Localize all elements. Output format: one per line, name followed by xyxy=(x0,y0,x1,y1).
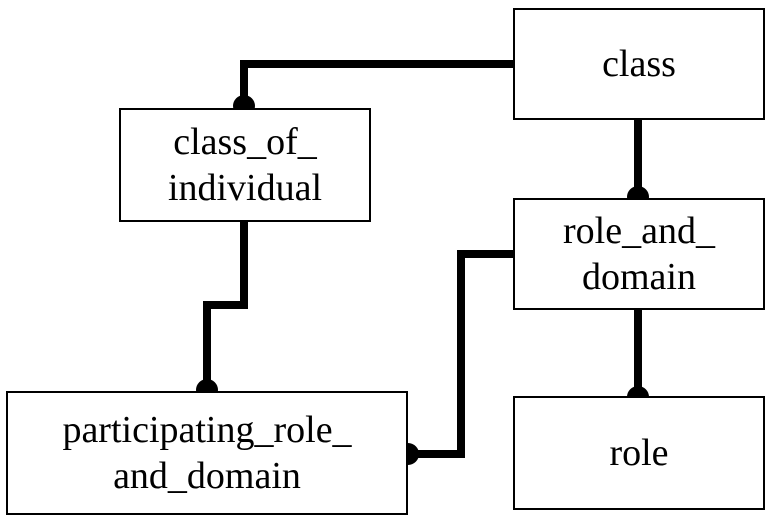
connector-class-to-class-of-individual xyxy=(240,60,513,108)
entity-class-of-individual-line1: class_of_ xyxy=(173,121,317,163)
entity-class: class xyxy=(513,8,765,120)
entity-role-label: role xyxy=(609,432,669,474)
connector-class-of-individual-to-participating xyxy=(203,222,248,391)
entity-participating-line1: participating_role_ xyxy=(62,409,352,451)
entity-class-label: class xyxy=(602,43,676,85)
entity-role-and-domain: role_and_ domain xyxy=(513,198,765,310)
entity-class-of-individual: class_of_ individual xyxy=(119,108,371,222)
entity-participating-line2: and_domain xyxy=(113,455,301,497)
entity-role: role xyxy=(513,396,765,510)
entity-class-of-individual-line2: individual xyxy=(167,167,323,209)
entity-participating-role-and-domain: participating_role_ and_domain xyxy=(6,391,408,515)
entity-role-and-domain-line2: domain xyxy=(582,256,696,298)
entity-role-and-domain-line1: role_and_ xyxy=(563,210,715,252)
connector-role-and-domain-to-participating xyxy=(408,250,513,458)
